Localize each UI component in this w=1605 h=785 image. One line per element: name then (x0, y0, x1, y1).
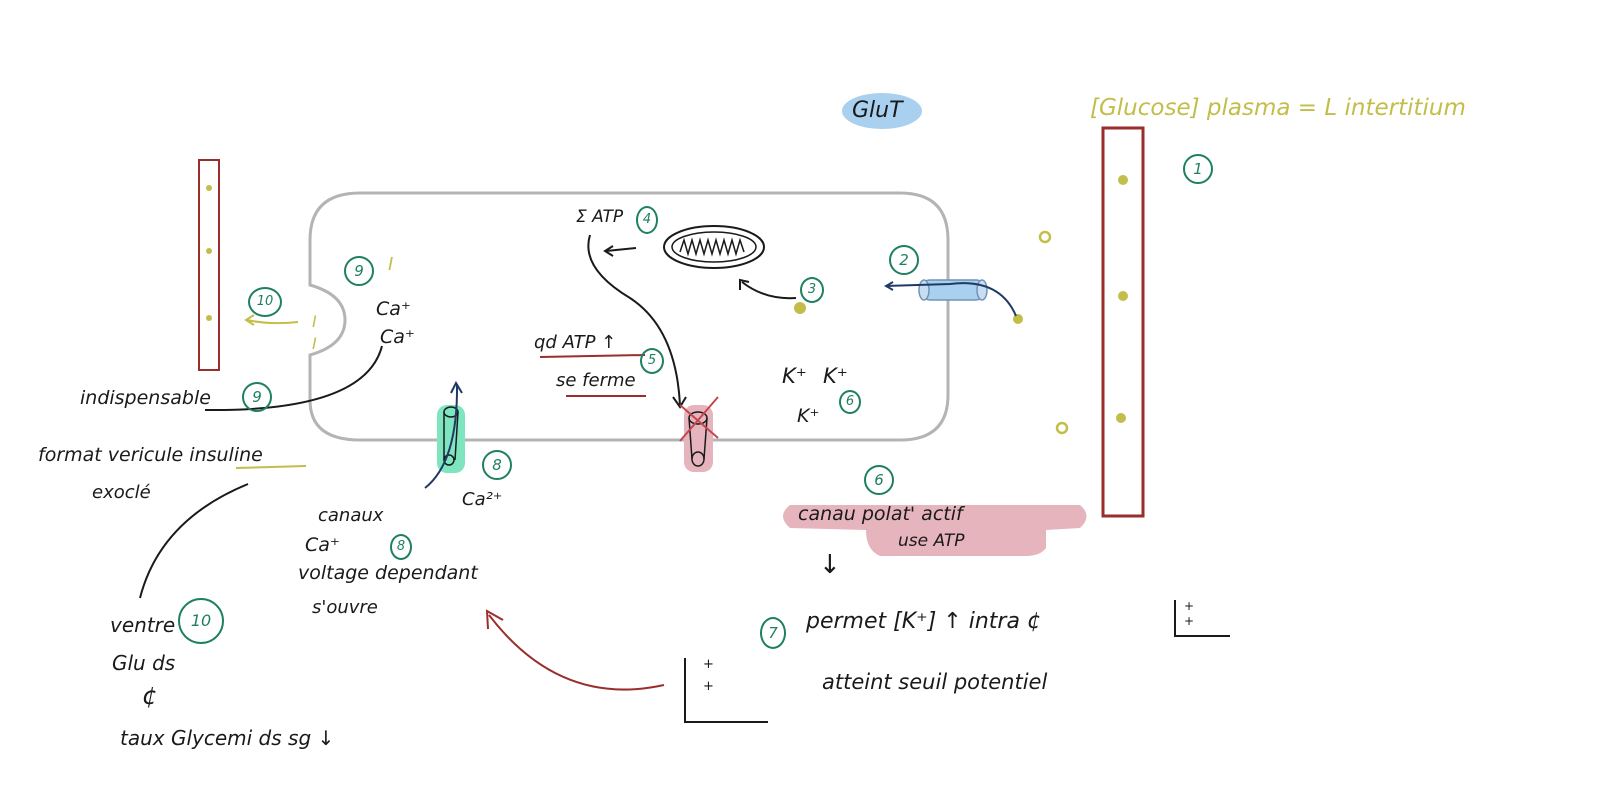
depolarization-arrow (488, 614, 665, 691)
ca-label: Ca⁺ (376, 298, 411, 320)
arrowhead (603, 245, 614, 257)
roman-one-label: I (312, 312, 317, 331)
step-number-4: 4 (636, 206, 658, 234)
glucose-to-mito-arrow (741, 281, 797, 300)
s-ouvre-label: s'ouvre (312, 597, 378, 618)
glucose-dot (206, 315, 212, 321)
vesicle-format-label: format vericule insuline (38, 444, 263, 466)
arrowhead (739, 278, 750, 290)
plus-sign: + (703, 679, 714, 694)
ca-label: Ca⁺ (380, 326, 415, 348)
katp-channel (679, 396, 719, 472)
mitochondrion (663, 225, 765, 269)
k-ion-label: K⁺ (782, 364, 807, 388)
glucose-equation: [Glucose] plasma = L intertitium (1090, 95, 1466, 121)
k-ion-label: K⁺ (797, 405, 820, 427)
step-number-2: 2 (889, 245, 919, 275)
glut-highlight (842, 93, 922, 129)
permet-k-label: permet [K⁺] ↑ intra ¢ (806, 609, 1041, 634)
roman-one-label: I (388, 254, 394, 275)
glucose-dot (1118, 175, 1128, 185)
glucose-dot (1055, 421, 1069, 435)
glucose-entry-arrow (886, 282, 1017, 317)
step-number-8: 8 (482, 450, 512, 480)
glucose-dot (1116, 413, 1126, 423)
down-arrow-label: ↓ (819, 550, 841, 580)
canal-highlight (783, 505, 1087, 556)
roman-one-label: I (312, 334, 317, 353)
step-number-8b: 8 (390, 534, 412, 560)
arrowhead (450, 380, 463, 394)
exocytosis-arrow (246, 319, 299, 325)
arrowhead (244, 314, 255, 326)
canaux-label: canaux (318, 505, 384, 526)
arrowhead (883, 281, 894, 291)
exocyte-label: exoclé (92, 482, 151, 503)
glucose-dot (1118, 291, 1128, 301)
glycemia-label: taux Glycemi ds sg ↓ (120, 726, 335, 750)
glucose-dot (1038, 230, 1052, 244)
ca-entry-arrow (424, 383, 459, 489)
sum-atp-label: Σ ATP (576, 207, 624, 227)
step-number-9: 9 (344, 256, 374, 286)
charge-axis (1174, 600, 1230, 637)
right-vessel (1101, 126, 1145, 518)
step-number-5: 5 (640, 348, 664, 374)
mito-to-atp-arrow (605, 247, 637, 252)
voltage-dependant-label: voltage dependant (298, 562, 478, 584)
atteint-seuil-label: atteint seuil potentiel (822, 670, 1048, 694)
ca2-label: Ca²⁺ (462, 489, 503, 510)
use-atp-label: use ATP (898, 531, 965, 551)
step-number-10b: 10 (178, 598, 224, 644)
glucose-dot (206, 185, 212, 191)
underline (235, 465, 307, 469)
cell-symbol-label: ¢ (142, 682, 158, 710)
ca-indispensable-line (204, 345, 383, 412)
plus-sign: + (1184, 599, 1195, 613)
glucose-dot (794, 302, 806, 314)
glucose-dot (206, 248, 212, 254)
step-number-6b: 6 (864, 465, 894, 495)
step-number-9b: 9 (242, 382, 272, 412)
left-vessel (198, 159, 220, 371)
glut-label: GluT (852, 98, 903, 123)
plus-sign: + (1184, 614, 1195, 628)
ca-label: Ca⁺ (305, 534, 340, 556)
qd-atp-label: qd ATP ↑ (534, 332, 617, 353)
glucose-dot (1013, 314, 1023, 324)
k-ion-label: K⁺ (823, 364, 848, 388)
step-number-6: 6 (839, 390, 861, 414)
step-number-1: 1 (1183, 154, 1213, 184)
arrowhead (485, 609, 504, 630)
ca-channel (437, 405, 465, 473)
indispensable-label: indispensable (80, 387, 211, 409)
cell-membrane (308, 191, 950, 442)
step-number-10: 10 (248, 287, 282, 317)
plus-sign: + (703, 657, 714, 672)
underline (539, 354, 646, 358)
step-number-7: 7 (760, 617, 786, 649)
exocytosis-effect-line (139, 483, 249, 599)
arrowhead (672, 396, 687, 409)
canal-polat-label: canau polat' actif (798, 503, 963, 525)
charge-axis (684, 658, 768, 723)
ventre-label: ventre (110, 613, 176, 637)
se-ferme-label: se ferme (556, 370, 636, 391)
glu-ds-label: Glu ds (112, 651, 176, 675)
step-number-3: 3 (800, 277, 824, 303)
atp-to-kchannel-arrow (587, 234, 681, 406)
